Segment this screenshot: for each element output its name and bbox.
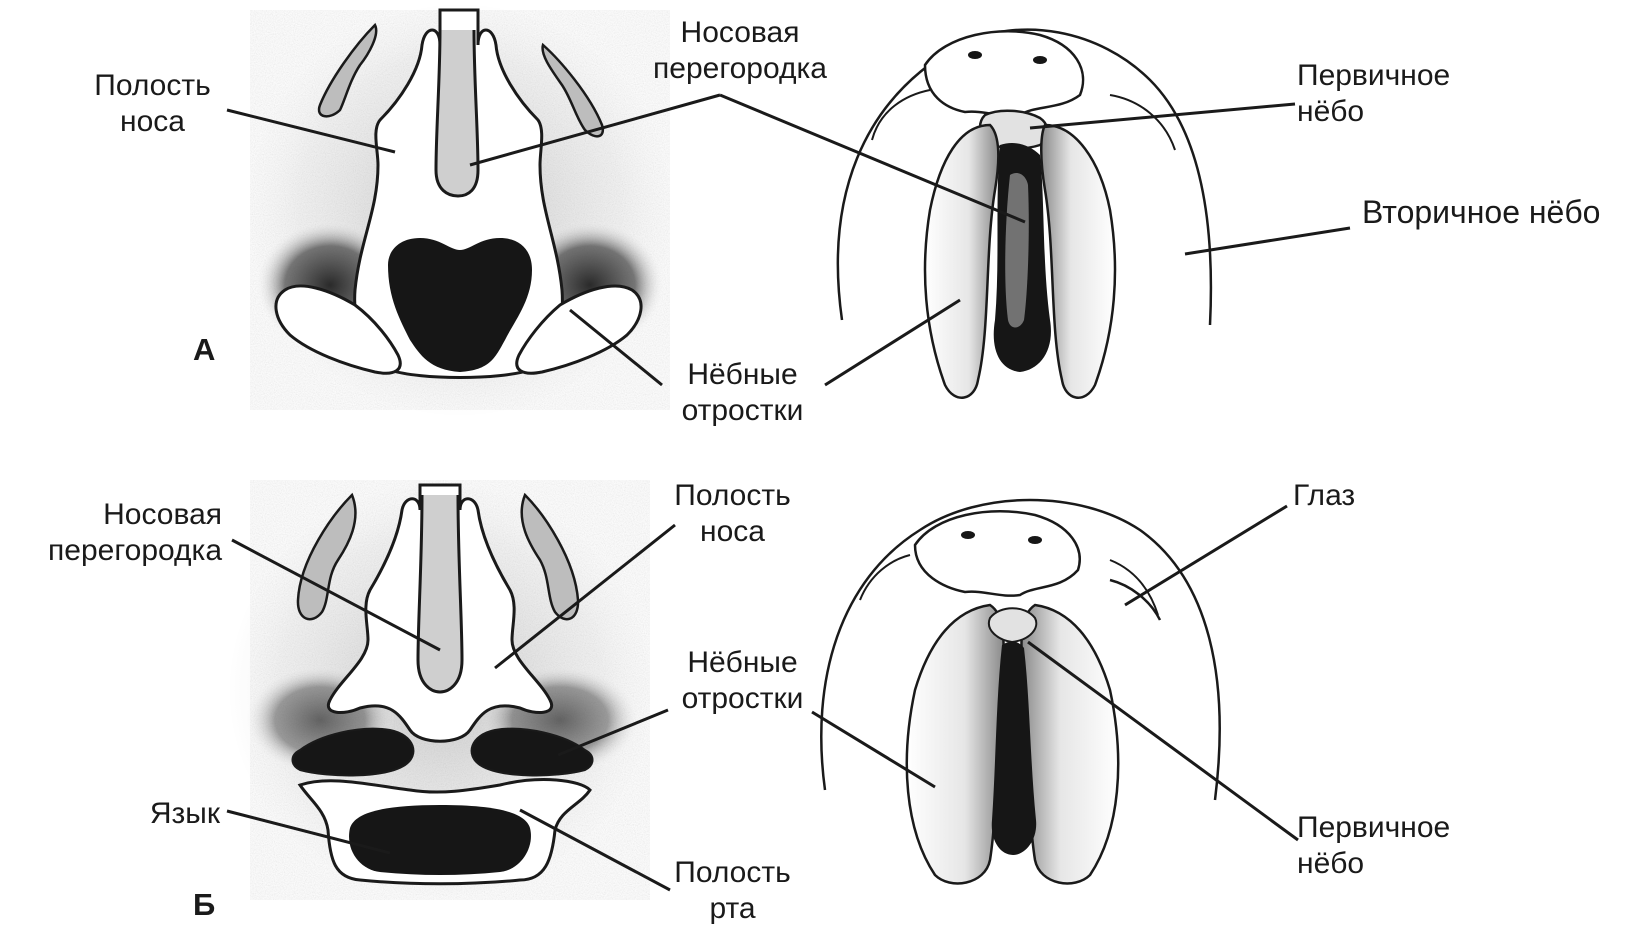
panel-label-a: А [193, 332, 215, 368]
nostril-right-icon [1028, 536, 1042, 544]
nostril-left-icon [961, 531, 975, 539]
nostril-right-icon [1033, 56, 1047, 64]
section-b-coronal [230, 480, 650, 900]
label-a-secondary-palate: Вторичное нёбо [1362, 194, 1600, 230]
leader-a-primary-palate [1030, 104, 1295, 128]
nasal-septum [436, 30, 478, 196]
nasal-septum-face [1005, 173, 1029, 327]
nostril-left-icon [968, 51, 982, 59]
panel-label-b: Б [193, 887, 215, 923]
section-a-coronal [250, 5, 670, 415]
nasal-septum [418, 495, 462, 692]
tongue [349, 805, 531, 875]
leader-b-eye [1125, 506, 1287, 605]
palatal-shelf-right [1041, 125, 1115, 398]
snout [925, 31, 1083, 115]
palatal-shelf-left [925, 125, 998, 398]
snout [915, 511, 1080, 595]
label-b-tongue: Язык [100, 796, 220, 832]
palatal-shelf-left [907, 605, 1004, 883]
face-view-b [821, 500, 1219, 883]
label-b-eye: Глаз [1293, 478, 1355, 514]
